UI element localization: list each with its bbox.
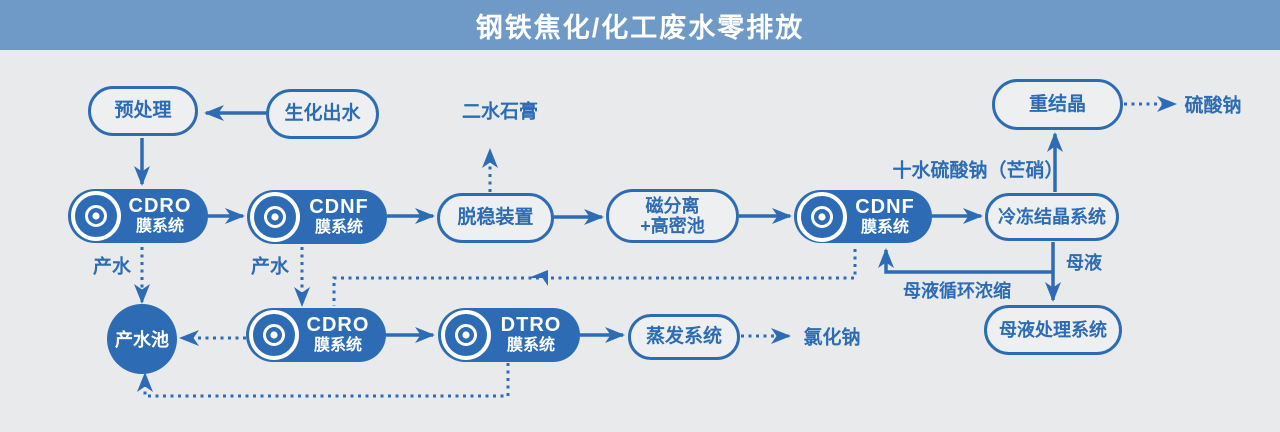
node-freeze-crystallization: 冷冻结晶系统	[985, 193, 1119, 241]
node-pretreatment: 预处理	[88, 86, 198, 136]
node-recrystallization: 重结晶	[992, 79, 1123, 130]
node-cdro-membrane-top: CDRO 膜系统	[68, 189, 208, 243]
label-mother-liquor-recycle: 母液循环浓缩	[903, 281, 1011, 301]
node-mother-liquor-treatment: 母液处理系统	[984, 305, 1122, 355]
membrane-disc-icon	[441, 310, 491, 360]
node-pool-label: 产水池	[115, 330, 169, 350]
pill-line1: CDRO	[306, 314, 370, 337]
node-cdnf-membrane-top: CDNF 膜系统	[247, 190, 387, 244]
label-glauber-salt: 十水硫酸钠（芒硝）	[892, 160, 1064, 182]
label-product-water-b: 产水	[250, 256, 290, 278]
node-dtro-membrane: DTRO 膜系统	[438, 308, 580, 362]
label-sodium-chloride: 氯化钠	[803, 327, 861, 349]
node-biochemical-effluent: 生化出水	[266, 89, 379, 139]
pill-line2: 膜系统	[314, 219, 363, 237]
pill-line1: CDRO	[128, 195, 192, 218]
node-pretreatment-label: 预处理	[114, 100, 172, 122]
node-freeze-label: 冷冻结晶系统	[998, 206, 1106, 227]
label-mother-liquor: 母液	[1066, 253, 1102, 273]
membrane-disc-icon	[250, 192, 300, 242]
node-evaporation-label: 蒸发系统	[645, 326, 722, 348]
node-evaporation-system: 蒸发系统	[628, 314, 740, 360]
node-magsep-line2: +高密池	[640, 216, 705, 236]
arrow-recycle-to-cdnf2	[878, 248, 1053, 274]
node-destabilization-unit: 脱稳装置	[437, 193, 554, 243]
dashed-dtro-loop-to-pool	[137, 363, 510, 398]
node-product-water-pool: 产水池	[107, 304, 177, 374]
node-magnetic-separation: 磁分离 +高密池	[606, 189, 739, 243]
node-cdro-membrane-bottom: CDRO 膜系统	[246, 308, 386, 362]
membrane-disc-icon	[71, 191, 121, 241]
node-recrystallization-label: 重结晶	[1028, 93, 1086, 115]
node-cdnf-membrane-right: CDNF 膜系统	[794, 190, 932, 243]
label-dihydrate-gypsum: 二水石膏	[461, 101, 539, 123]
node-biochemical-effluent-label: 生化出水	[284, 103, 361, 125]
node-mother-liquor-treatment-label: 母液处理系统	[999, 319, 1107, 340]
label-sodium-sulfate: 硫酸钠	[1184, 95, 1242, 117]
membrane-disc-icon	[249, 310, 299, 360]
pill-line1: DTRO	[500, 314, 562, 337]
node-destabilization-label: 脱稳装置	[457, 207, 534, 229]
node-magsep-line1: 磁分离	[645, 195, 700, 216]
pill-line2: 膜系统	[135, 218, 184, 236]
dashed-return-direction-arrowhead	[528, 270, 548, 286]
membrane-disc-icon	[797, 191, 847, 242]
title-bar: 钢铁焦化/化工废水零排放	[0, 0, 1280, 50]
page-title: 钢铁焦化/化工废水零排放	[475, 12, 805, 43]
pill-line1: CDNF	[855, 195, 915, 218]
pill-line2: 膜系统	[506, 337, 555, 355]
pill-line1: CDNF	[309, 196, 369, 219]
pill-line2: 膜系统	[860, 218, 909, 236]
label-product-water-a: 产水	[92, 256, 132, 278]
dashed-cdnf2-return-to-cdro2	[332, 249, 857, 306]
pill-line2: 膜系统	[313, 337, 362, 355]
